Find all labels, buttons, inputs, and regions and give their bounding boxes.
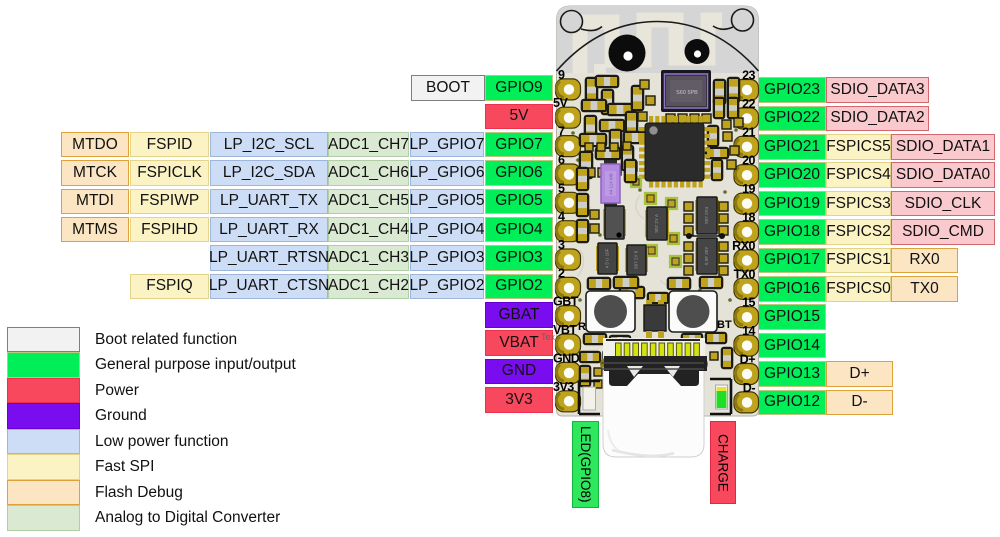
svg-text:4: 4 — [558, 210, 565, 224]
svg-text:23: 23 — [742, 69, 755, 83]
svg-text:S07 2Y 8: S07 2Y 8 — [634, 250, 639, 269]
svg-text:BT: BT — [717, 319, 732, 331]
svg-text:6: 6 — [558, 153, 565, 167]
svg-text:22: 22 — [742, 97, 755, 111]
svg-text:20: 20 — [742, 154, 755, 168]
svg-text:14: 14 — [742, 324, 755, 338]
svg-text:S07 2Y A: S07 2Y A — [654, 214, 659, 233]
svg-text:3: 3 — [558, 238, 565, 252]
svg-text:D+: D+ — [740, 353, 756, 367]
svg-text:18: 18 — [742, 211, 755, 225]
svg-text:D-: D- — [743, 381, 756, 395]
svg-text:4 5 U 10F: 4 5 U 10F — [605, 248, 610, 268]
svg-text:9: 9 — [558, 68, 565, 82]
svg-text:5: 5 — [558, 181, 565, 195]
svg-text:15: 15 — [742, 296, 755, 310]
svg-text:RX0: RX0 — [732, 239, 755, 253]
svg-text:S 0F 20Y: S 0F 20Y — [704, 247, 709, 266]
svg-text:19: 19 — [742, 182, 755, 196]
svg-text:44 114 MB: 44 114 MB — [609, 173, 614, 194]
svg-text:S60 5PB: S60 5PB — [676, 90, 698, 96]
svg-text:2: 2 — [558, 266, 565, 280]
svg-text:3V3: 3V3 — [553, 380, 574, 394]
svg-text:21: 21 — [742, 125, 755, 139]
svg-text:7: 7 — [558, 125, 565, 139]
svg-text:GBT: GBT — [553, 295, 579, 309]
svg-text:5V: 5V — [553, 96, 568, 110]
svg-text:TX0: TX0 — [734, 267, 756, 281]
svg-text:GND: GND — [553, 351, 580, 365]
svg-text:S07 2X4: S07 2X4 — [704, 206, 709, 224]
svg-text:R: R — [578, 321, 586, 333]
svg-text:VBT: VBT — [553, 323, 577, 337]
